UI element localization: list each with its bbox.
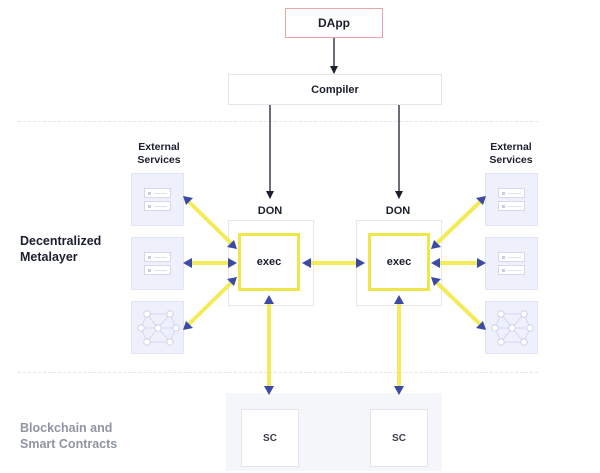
don-label-1: DON (257, 205, 283, 217)
arrowhead (183, 258, 192, 268)
arrowhead (264, 386, 274, 395)
arrowhead (431, 258, 440, 268)
arrowhead (394, 386, 404, 395)
arrowhead (477, 258, 486, 268)
arrowhead (356, 258, 365, 268)
server-icon (144, 252, 171, 262)
arrowhead (183, 321, 193, 330)
arrowhead (476, 321, 486, 330)
compiler-box[interactable]: Compiler (228, 74, 442, 105)
external-services-line1: External (490, 141, 532, 153)
don-label-2: DON (385, 205, 411, 217)
arrowhead (183, 196, 193, 205)
smart-contract-2[interactable]: SC (370, 409, 428, 467)
arrowhead (227, 240, 237, 249)
external-service-server-left-2[interactable] (131, 237, 184, 290)
blockchain-label: Blockchain and Smart Contracts (20, 420, 117, 452)
network-icon (137, 310, 180, 346)
arrowhead (431, 240, 441, 249)
server-icon (498, 201, 525, 211)
smart-contract-1[interactable]: SC (241, 409, 299, 467)
metalayer-top-divider (18, 121, 538, 122)
external-service-network-right[interactable] (485, 301, 538, 354)
external-services-line1: External (138, 141, 180, 153)
metalayer-bottom-divider (18, 372, 538, 373)
server-icon (144, 188, 171, 198)
server-icon (498, 252, 525, 262)
external-service-server-right-1[interactable] (485, 173, 538, 226)
server-icon (144, 265, 171, 275)
exec-node-2[interactable]: exec (368, 233, 430, 291)
metalayer-label: Decentralized Metalayer (20, 233, 101, 265)
external-services-line2: Services (489, 154, 533, 166)
arrowhead (394, 295, 404, 304)
blockchain-label-line2: Smart Contracts (20, 437, 118, 451)
arrowhead (302, 258, 311, 268)
network-icon (491, 310, 534, 346)
exec-node-1[interactable]: exec (238, 233, 300, 291)
arrowhead (476, 196, 486, 205)
blockchain-label-line1: Blockchain and (20, 421, 113, 435)
arrowhead (264, 295, 274, 304)
arrowhead (431, 277, 441, 286)
external-service-network-left[interactable] (131, 301, 184, 354)
server-icon (498, 188, 525, 198)
dapp-box[interactable]: DApp (285, 8, 383, 38)
arrowhead (228, 258, 237, 268)
external-services-label-right: External Services (480, 141, 542, 167)
arrowhead (227, 277, 237, 286)
link-right-service3-exec2 (432, 278, 485, 329)
metalayer-label-line1: Decentralized (20, 234, 102, 248)
metalayer-label-line2: Metalayer (20, 250, 78, 264)
link-right-service1-exec2 (432, 197, 485, 248)
server-icon (498, 265, 525, 275)
link-left-service1-exec1 (184, 197, 236, 248)
external-services-line2: Services (137, 154, 181, 166)
server-icon (144, 201, 171, 211)
external-services-label-left: External Services (128, 141, 190, 167)
link-left-service3-exec1 (184, 278, 236, 329)
external-service-server-left-1[interactable] (131, 173, 184, 226)
external-service-server-right-2[interactable] (485, 237, 538, 290)
